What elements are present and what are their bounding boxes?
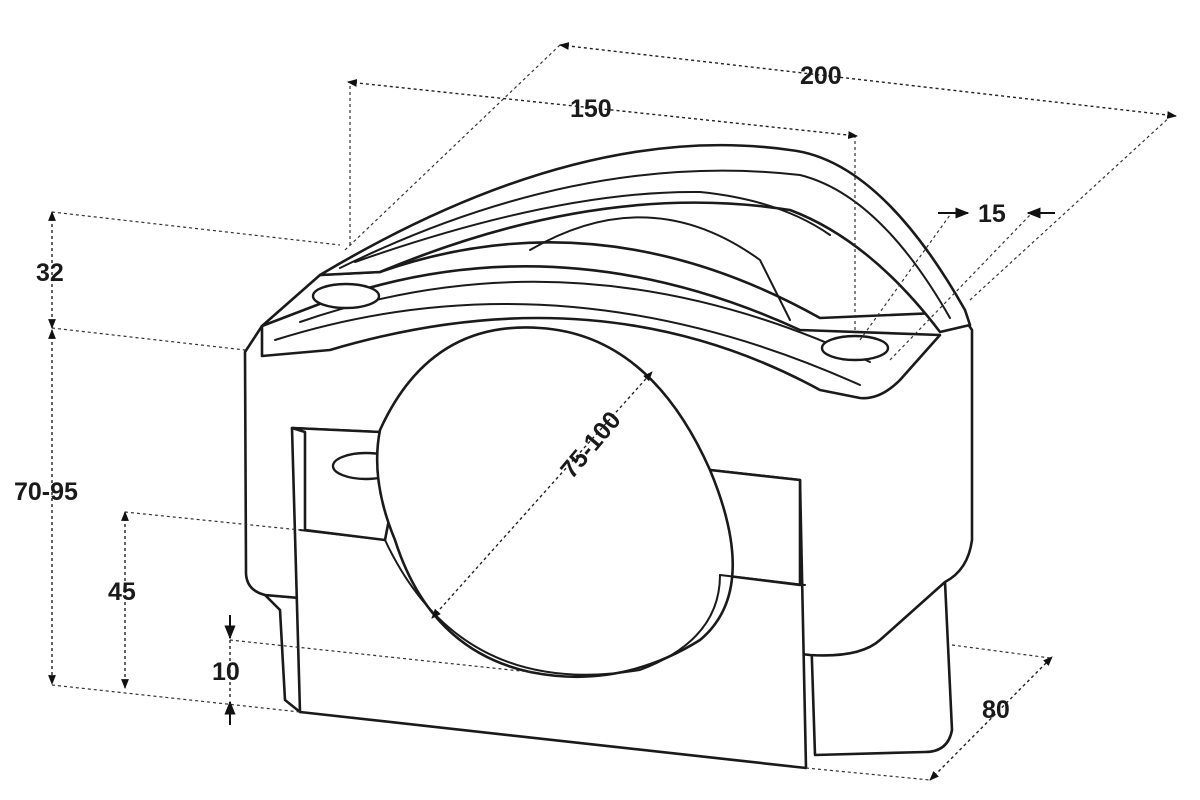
saddle-groove: [274, 303, 861, 386]
top-arch-groove: [339, 169, 951, 319]
label-10: 10: [212, 658, 240, 686]
bore-inner-edge: [384, 539, 721, 676]
label-45: 45: [108, 578, 136, 606]
clamp-split-line: [299, 529, 386, 541]
top-left-hole: [311, 282, 381, 310]
label-150: 150: [570, 95, 612, 123]
dim-80-line: [929, 656, 1053, 781]
top-arch: [318, 143, 972, 334]
dim-200-line: [559, 42, 1177, 119]
label-200: 200: [800, 62, 842, 90]
label-70-95: 70-95: [14, 478, 78, 506]
clamp-split-line-right: [719, 574, 806, 586]
label-80: 80: [982, 696, 1010, 724]
label-15: 15: [978, 200, 1006, 228]
inner-bore-top: [529, 216, 791, 321]
saddle-top-surface: [260, 265, 942, 400]
top-right-hole: [820, 334, 890, 362]
top-arch-groove-2: [354, 190, 831, 263]
left-foot-strip: [263, 593, 302, 714]
dim-75-100-line: [431, 371, 653, 619]
cleat-body: [243, 143, 974, 770]
dimension-lines: [48, 42, 1177, 781]
label-32: 32: [36, 259, 64, 287]
dim-150-line: [347, 79, 858, 139]
